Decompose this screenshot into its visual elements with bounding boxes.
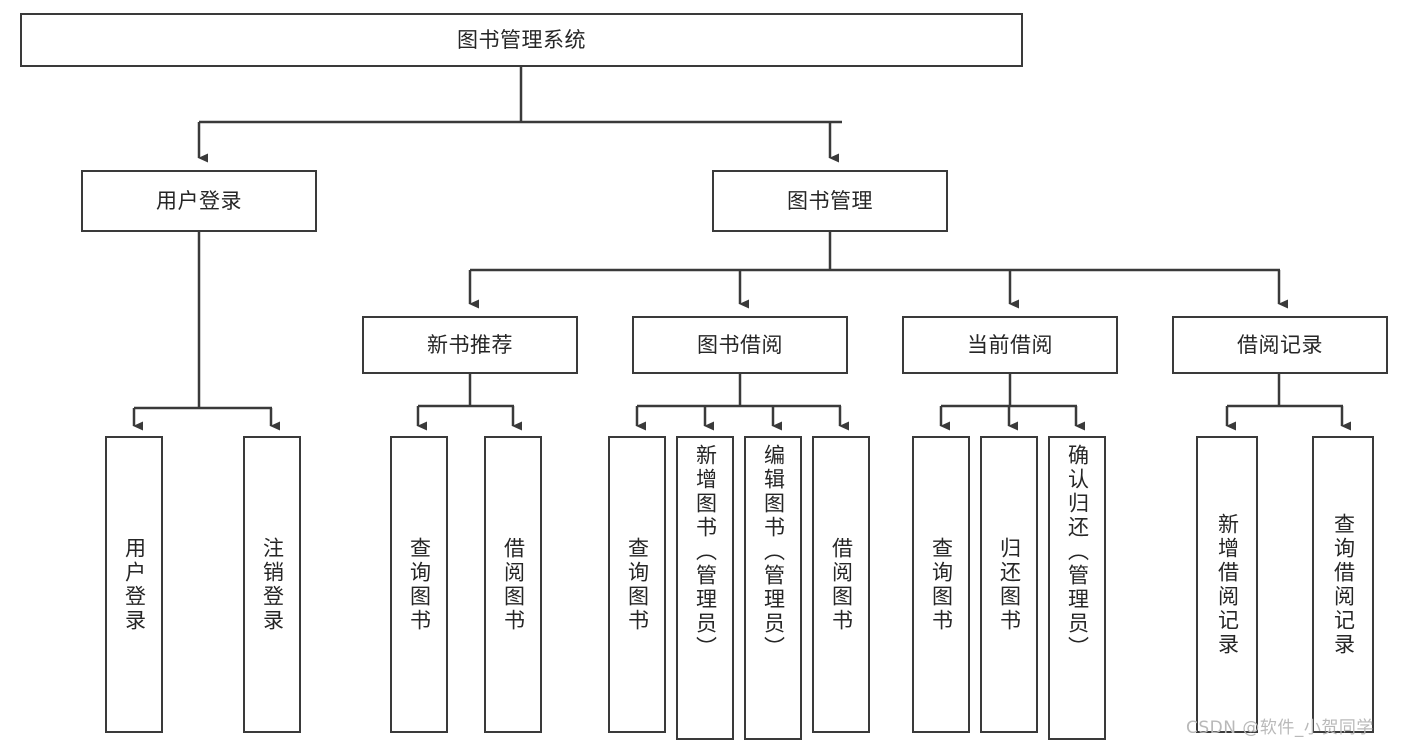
- node-root[interactable]: 图书管理系统: [20, 13, 1023, 67]
- leaf-query-book-3[interactable]: 查询图书: [912, 436, 970, 733]
- leaf-user-logout-label: 注销登录: [260, 536, 285, 633]
- leaf-query-record[interactable]: 查询借阅记录: [1312, 436, 1374, 733]
- leaf-user-login[interactable]: 用户登录: [105, 436, 163, 733]
- node-user-login[interactable]: 用户登录: [81, 170, 317, 232]
- node-root-label: 图书管理系统: [457, 27, 586, 52]
- node-new-book-rec-label: 新书推荐: [427, 332, 513, 357]
- node-current-borrow-label: 当前借阅: [967, 332, 1053, 357]
- leaf-return-book-label: 归还图书: [997, 536, 1022, 633]
- leaf-add-book[interactable]: 新增图书（管理员）: [676, 436, 734, 740]
- leaf-query-book-3-label: 查询图书: [929, 536, 954, 633]
- node-borrow-record[interactable]: 借阅记录: [1172, 316, 1388, 374]
- leaf-borrow-book-1[interactable]: 借阅图书: [484, 436, 542, 733]
- node-book-borrow[interactable]: 图书借阅: [632, 316, 848, 374]
- leaf-borrow-book-2[interactable]: 借阅图书: [812, 436, 870, 733]
- leaf-edit-book-label: 编辑图书（管理员）: [761, 444, 786, 660]
- node-current-borrow[interactable]: 当前借阅: [902, 316, 1118, 374]
- leaf-query-book-2-label: 查询图书: [625, 536, 650, 633]
- leaf-borrow-book-2-label: 借阅图书: [829, 536, 854, 633]
- node-borrow-record-label: 借阅记录: [1237, 332, 1323, 357]
- leaf-query-book-1-label: 查询图书: [407, 536, 432, 633]
- node-book-manage-label: 图书管理: [787, 188, 873, 213]
- leaf-query-book-1[interactable]: 查询图书: [390, 436, 448, 733]
- leaf-return-book[interactable]: 归还图书: [980, 436, 1038, 733]
- node-book-manage[interactable]: 图书管理: [712, 170, 948, 232]
- leaf-user-login-label: 用户登录: [122, 536, 147, 633]
- leaf-confirm-return[interactable]: 确认归还（管理员）: [1048, 436, 1106, 740]
- leaf-add-record-label: 新增借阅记录: [1215, 512, 1240, 657]
- leaf-add-record[interactable]: 新增借阅记录: [1196, 436, 1258, 733]
- node-new-book-rec[interactable]: 新书推荐: [362, 316, 578, 374]
- leaf-query-record-label: 查询借阅记录: [1331, 512, 1356, 657]
- leaf-add-book-label: 新增图书（管理员）: [693, 444, 718, 660]
- node-user-login-label: 用户登录: [156, 188, 242, 213]
- leaf-user-logout[interactable]: 注销登录: [243, 436, 301, 733]
- leaf-borrow-book-1-label: 借阅图书: [501, 536, 526, 633]
- leaf-query-book-2[interactable]: 查询图书: [608, 436, 666, 733]
- leaf-confirm-return-label: 确认归还（管理员）: [1065, 444, 1090, 660]
- leaf-edit-book[interactable]: 编辑图书（管理员）: [744, 436, 802, 740]
- node-book-borrow-label: 图书借阅: [697, 332, 783, 357]
- watermark-text: CSDN @软件_小贺同学: [1186, 718, 1374, 738]
